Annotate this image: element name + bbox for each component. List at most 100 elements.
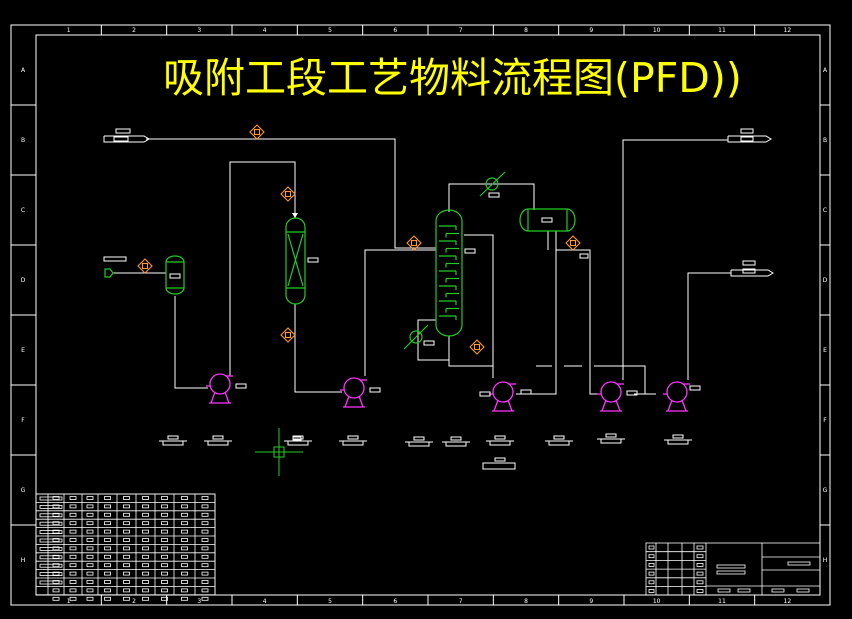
vertical-vessel-icon[interactable]: [165, 255, 185, 295]
column-zone-label: 2: [132, 27, 136, 34]
equipment-reference-label: [486, 435, 514, 446]
sheet-border: [10, 24, 831, 606]
row-zone-labels: A A B B C C D D E E F F G G H H: [21, 67, 828, 564]
zone-ticks: [11, 25, 830, 605]
horizontal-drum-icon[interactable]: [519, 208, 576, 232]
column-zone-label: 12: [784, 598, 792, 605]
column-zone-label: 3: [197, 598, 201, 605]
control-valve-icon[interactable]: [249, 124, 265, 140]
control-valve-icon[interactable]: [280, 186, 296, 202]
equipment-tag-box: [423, 340, 435, 346]
control-valve-icon[interactable]: [406, 235, 422, 251]
column-zone-label: 6: [393, 598, 397, 605]
equipment-tag-box: [626, 390, 638, 396]
equipment-reference-label: [597, 433, 625, 444]
column-zone-label: 4: [263, 27, 267, 34]
row-zone-label: E: [823, 347, 827, 354]
row-zone-label: A: [21, 67, 26, 74]
column-zone-label: 11: [718, 598, 726, 605]
equipment-tag-box: [520, 389, 532, 395]
heat-exchanger-icon[interactable]: [403, 324, 429, 350]
column-zone-label: 2: [132, 598, 136, 605]
equipment-tag-box: [740, 128, 754, 134]
row-zone-label: D: [21, 277, 26, 284]
row-zone-label: D: [823, 277, 828, 284]
column-zone-label: 5: [328, 598, 332, 605]
column-zone-label: 6: [393, 27, 397, 34]
equipment-reference-label: [405, 436, 433, 447]
row-zone-label: G: [21, 487, 26, 494]
packed-column-icon[interactable]: [285, 217, 306, 305]
column-zone-label: 4: [263, 598, 267, 605]
equipment-tag-box: [742, 268, 756, 274]
row-zone-label: G: [823, 487, 828, 494]
row-zone-label: B: [21, 137, 25, 144]
heat-exchanger-icon[interactable]: [479, 171, 506, 197]
row-zone-label: C: [823, 207, 827, 214]
column-zone-label: 9: [589, 27, 593, 34]
equipment-tag-box: [235, 383, 247, 389]
equipment-tag-box: [579, 253, 589, 259]
equipment-tag-box: [307, 257, 319, 263]
arrow-icon: [292, 213, 298, 218]
row-zone-label: C: [21, 207, 25, 214]
column-zone-label: 11: [718, 27, 726, 34]
row-zone-label: F: [823, 417, 827, 424]
column-zone-label: 7: [459, 598, 463, 605]
feed-connector-icon: [104, 268, 114, 278]
equipment-reference-label: [204, 435, 232, 446]
equipment-reference-label: [159, 435, 187, 446]
centrifugal-pump-icon[interactable]: [206, 373, 233, 404]
column-zone-label: 10: [653, 598, 661, 605]
equipment-tag-box: [369, 387, 381, 393]
column-zone-label: 5: [328, 27, 332, 34]
equipment-reference-label: [664, 434, 692, 445]
crosshair-cursor-icon: [255, 428, 303, 476]
row-zone-label: E: [21, 347, 25, 354]
column-zone-label: 7: [459, 27, 463, 34]
row-zone-label: A: [823, 67, 828, 74]
equipment-tag-box: [169, 273, 181, 279]
row-zone-label: H: [823, 557, 828, 564]
row-zone-label: H: [21, 557, 26, 564]
column-zone-label: 1: [67, 598, 71, 605]
column-zone-label: 12: [784, 27, 792, 34]
column-zone-label: 8: [524, 598, 528, 605]
column-zone-label: 8: [524, 27, 528, 34]
centrifugal-pump-icon[interactable]: [597, 381, 624, 412]
equipment-tag-box: [103, 256, 127, 262]
control-valve-icon[interactable]: [565, 235, 581, 251]
control-valve-icon[interactable]: [469, 339, 485, 355]
centrifugal-pump-icon[interactable]: [340, 377, 367, 408]
equipment-reference-label: [442, 436, 470, 447]
row-zone-label: F: [21, 417, 25, 424]
equipment-tag-box: [742, 260, 756, 266]
distillation-column-icon[interactable]: [435, 209, 463, 337]
control-valve-icon[interactable]: [137, 258, 153, 274]
drawing-title: 吸附工段工艺物料流程图(PFD)): [163, 54, 742, 102]
equipment-reference-label: [339, 435, 367, 446]
row-zone-label: B: [823, 137, 827, 144]
title-block: [645, 542, 821, 596]
equipment-list-table: [35, 493, 216, 601]
equipment-tag-box: [488, 192, 500, 198]
equipment-tag-box: [740, 136, 754, 142]
equipment-tag-box: [541, 217, 553, 223]
equipment-tag-box: [115, 128, 131, 134]
equipment-tag-box: [479, 391, 491, 397]
column-zone-label: 10: [653, 27, 661, 34]
column-zone-label: 1: [67, 27, 71, 34]
centrifugal-pump-icon[interactable]: [489, 381, 516, 412]
equipment-tag-box: [689, 385, 701, 391]
equipment-reference-label: [545, 435, 573, 446]
control-valve-icon[interactable]: [280, 327, 296, 343]
column-zone-label: 9: [589, 598, 593, 605]
column-zone-label: 3: [197, 27, 201, 34]
process-lines: [103, 135, 774, 395]
centrifugal-pump-icon[interactable]: [663, 381, 690, 412]
equipment-tag-box: [464, 248, 476, 254]
equipment-tag-box: [113, 136, 129, 142]
equipment-reference-label: [482, 457, 516, 470]
